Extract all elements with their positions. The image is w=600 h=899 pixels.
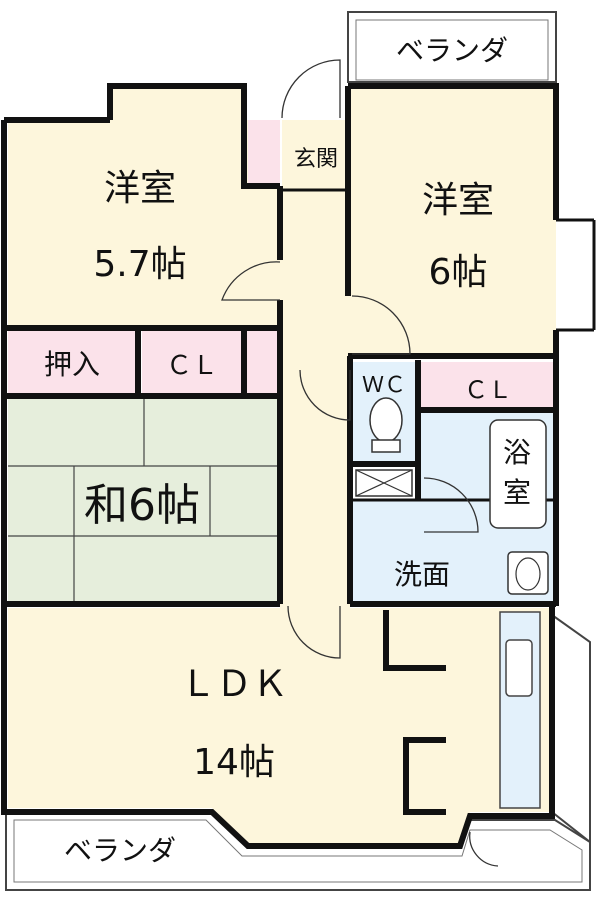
tatami-lines (8, 398, 280, 604)
room-west-bedroom (8, 88, 280, 328)
veranda-bottom-label: ベランダ (64, 834, 176, 867)
ldk-label: ＬＤＫ (180, 664, 288, 705)
bathtub-icon (489, 419, 547, 529)
oshiire-label: 押入 (44, 348, 100, 381)
ldk-size: 14帖 (193, 742, 275, 783)
room-closet-east (420, 362, 556, 408)
closet-east-label: ＣＬ (464, 376, 512, 404)
door-swings (221, 59, 499, 867)
veranda-top-label: ベランダ (396, 34, 508, 67)
bath-label-1: 浴 (503, 436, 531, 469)
wc-label: ＷＣ (362, 373, 406, 398)
west-bedroom-label: 洋室 (104, 168, 176, 209)
washroom-label: 洗面 (394, 558, 450, 591)
kitchen-sink-icon (505, 639, 533, 697)
west-bedroom-size: 5.7帖 (93, 244, 186, 285)
walls (1, 83, 559, 849)
veranda-top (347, 11, 557, 83)
room-east-bedroom (350, 88, 556, 358)
entrance-label: 玄関 (294, 147, 338, 172)
bath-label-2: 室 (503, 476, 531, 509)
washitsu-label: 和6帖 (84, 480, 200, 531)
hallway (280, 190, 350, 610)
room-closet-west (142, 330, 242, 394)
east-bedroom-label: 洋室 (422, 180, 494, 221)
room-oshiire (8, 330, 136, 394)
closet-west-label: ＣＬ (166, 351, 218, 381)
east-bedroom-size: 6帖 (429, 252, 488, 293)
entrance-floor (282, 120, 348, 190)
